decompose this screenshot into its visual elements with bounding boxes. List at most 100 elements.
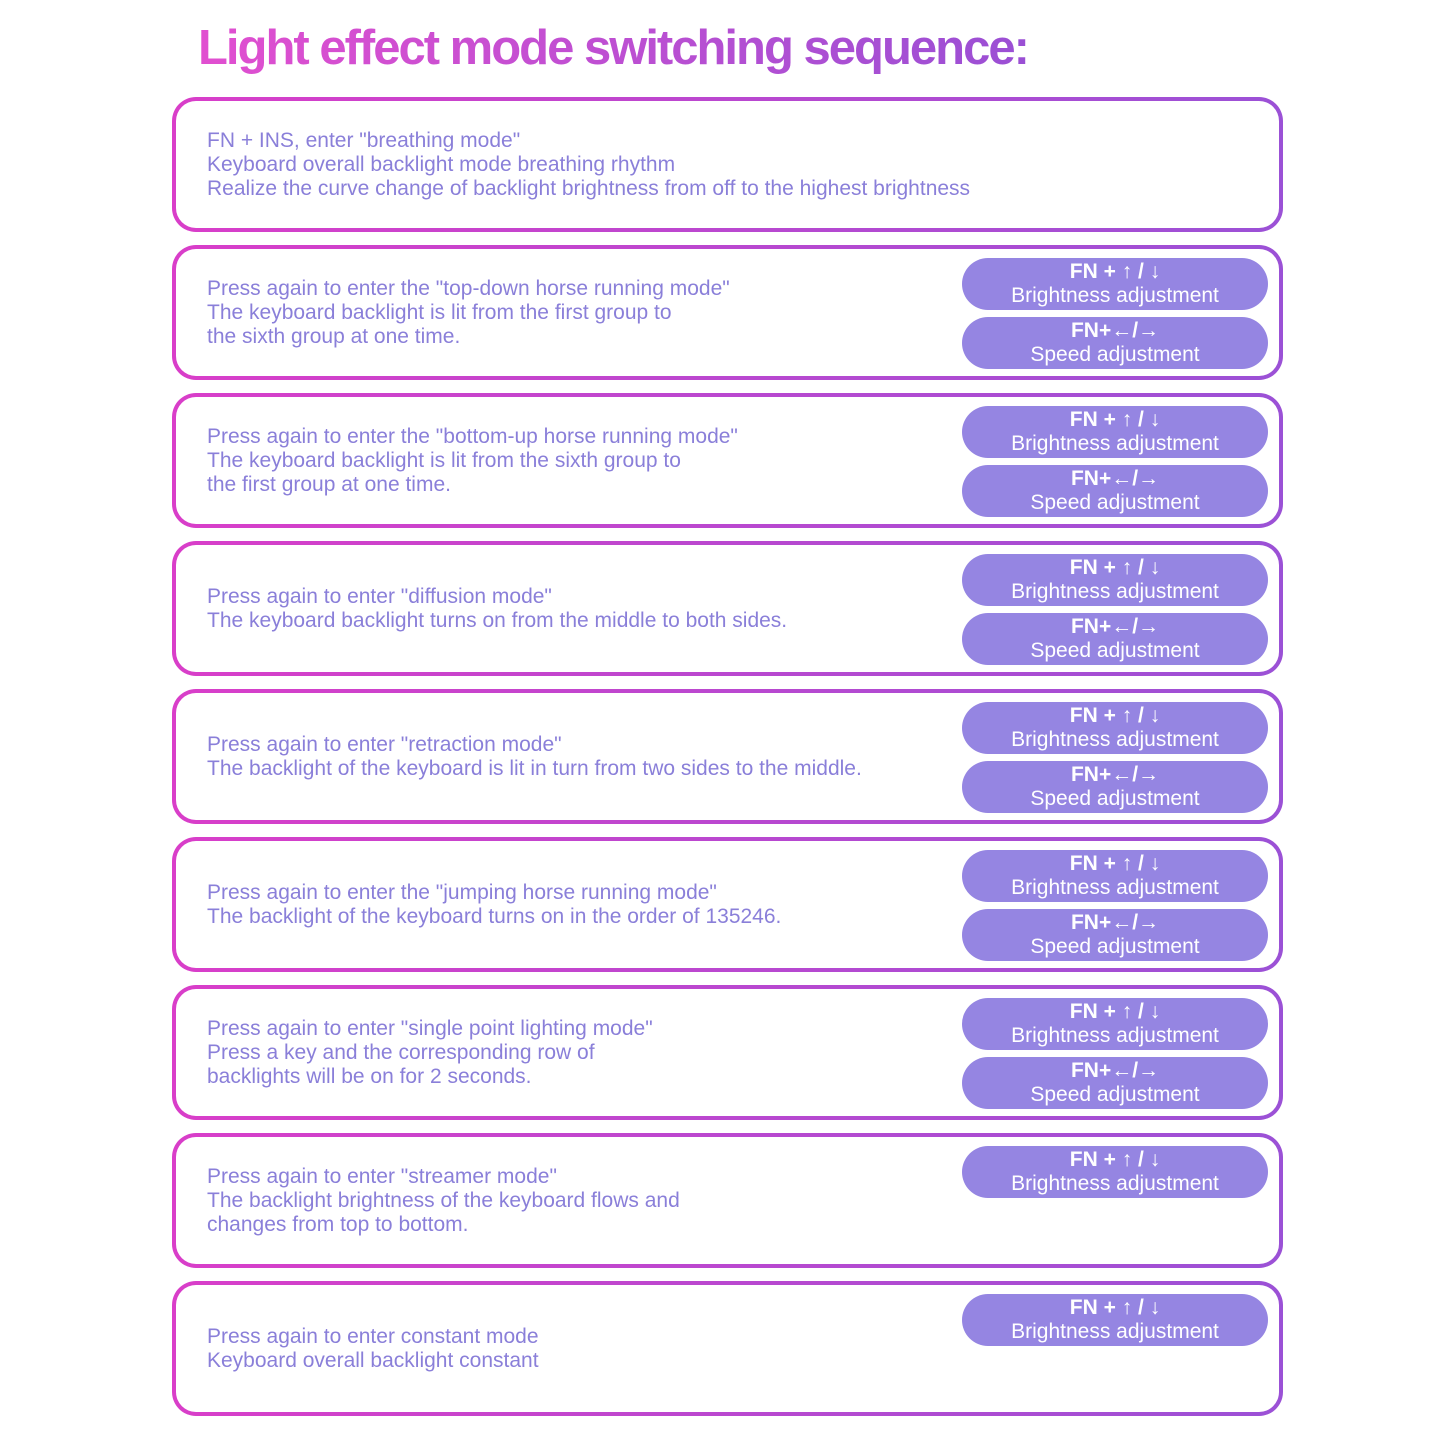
mode-card-body: Press again to enter "streamer mode"The …	[176, 1137, 1279, 1264]
brightness-shortcut-label: Brightness adjustment	[1011, 580, 1219, 603]
brightness-shortcut-keys: FN + ↑ / ↓	[1069, 556, 1161, 579]
brightness-shortcut-pill: FN + ↑ / ↓Brightness adjustment	[962, 850, 1268, 902]
mode-description-line: Press again to enter "diffusion mode"	[207, 584, 552, 608]
brightness-shortcut-pill: FN + ↑ / ↓Brightness adjustment	[962, 554, 1268, 606]
speed-shortcut-keys: FN+←/→	[1070, 319, 1160, 342]
brightness-shortcut-label: Brightness adjustment	[1011, 728, 1219, 751]
mode-card: Press again to enter "single point light…	[172, 985, 1283, 1120]
speed-shortcut-keys: FN+←/→	[1070, 911, 1160, 934]
speed-shortcut-label: Speed adjustment	[1030, 639, 1200, 662]
brightness-shortcut-label: Brightness adjustment	[1011, 432, 1219, 455]
brightness-shortcut-keys: FN + ↑ / ↓	[1069, 408, 1161, 431]
speed-shortcut-keys: FN+←/→	[1070, 1059, 1160, 1082]
mode-description: Press again to enter "retraction mode"Th…	[207, 733, 1259, 781]
mode-card-body: Press again to enter "diffusion mode"The…	[176, 545, 1279, 672]
brightness-shortcut-pill: FN + ↑ / ↓Brightness adjustment	[962, 258, 1268, 310]
brightness-shortcut-label: Brightness adjustment	[1011, 1320, 1219, 1343]
mode-description-line: The backlight brightness of the keyboard…	[207, 1188, 680, 1212]
page-title: Light effect mode switching sequence:	[198, 21, 1030, 75]
mode-list: FN + INS, enter "breathing mode"Keyboard…	[172, 97, 1283, 1416]
mode-card-body: Press again to enter the "bottom-up hors…	[176, 397, 1279, 524]
mode-description: Press again to enter the "jumping horse …	[207, 881, 1259, 929]
mode-description-line: FN + INS, enter "breathing mode"	[207, 128, 521, 152]
mode-card: Press again to enter the "top-down horse…	[172, 245, 1283, 380]
brightness-shortcut-keys: FN + ↑ / ↓	[1069, 1148, 1161, 1171]
speed-shortcut-pill: FN+←/→Speed adjustment	[962, 909, 1268, 961]
speed-shortcut-keys: FN+←/→	[1070, 615, 1160, 638]
mode-description: Press again to enter "single point light…	[207, 1017, 1259, 1089]
mode-card-body: Press again to enter "retraction mode"Th…	[176, 693, 1279, 820]
mode-description-line: The backlight of the keyboard is lit in …	[207, 756, 862, 780]
mode-description: Press again to enter "diffusion mode"The…	[207, 585, 1259, 633]
speed-shortcut-pill: FN+←/→Speed adjustment	[962, 317, 1268, 369]
mode-card-body: Press again to enter the "top-down horse…	[176, 249, 1279, 376]
mode-card-body: FN + INS, enter "breathing mode"Keyboard…	[176, 101, 1279, 228]
brightness-shortcut-keys: FN + ↑ / ↓	[1069, 1000, 1161, 1023]
mode-card: Press again to enter "streamer mode"The …	[172, 1133, 1283, 1268]
mode-description-line: Press again to enter constant mode	[207, 1324, 539, 1348]
brightness-shortcut-label: Brightness adjustment	[1011, 876, 1219, 899]
speed-shortcut-pill: FN+←/→Speed adjustment	[962, 465, 1268, 517]
speed-shortcut-label: Speed adjustment	[1030, 343, 1200, 366]
mode-description: FN + INS, enter "breathing mode"Keyboard…	[207, 129, 1259, 201]
mode-description-line: Press again to enter "single point light…	[207, 1016, 653, 1040]
brightness-shortcut-label: Brightness adjustment	[1011, 284, 1219, 307]
speed-shortcut-pill: FN+←/→Speed adjustment	[962, 761, 1268, 813]
mode-card-body: Press again to enter the "jumping horse …	[176, 841, 1279, 968]
mode-description: Press again to enter "streamer mode"The …	[207, 1165, 1259, 1237]
brightness-shortcut-keys: FN + ↑ / ↓	[1069, 704, 1161, 727]
brightness-shortcut-label: Brightness adjustment	[1011, 1172, 1219, 1195]
mode-shortcuts: FN + ↑ / ↓Brightness adjustment	[962, 1294, 1268, 1346]
mode-description-line: backlights will be on for 2 seconds.	[207, 1064, 532, 1088]
brightness-shortcut-keys: FN + ↑ / ↓	[1069, 852, 1161, 875]
mode-description-line: Keyboard overall backlight constant	[207, 1348, 539, 1372]
mode-description-line: Press again to enter the "top-down horse…	[207, 276, 730, 300]
mode-card: Press again to enter "diffusion mode"The…	[172, 541, 1283, 676]
mode-description: Press again to enter the "top-down horse…	[207, 277, 1259, 349]
speed-shortcut-label: Speed adjustment	[1030, 935, 1200, 958]
mode-card: Press again to enter the "bottom-up hors…	[172, 393, 1283, 528]
mode-description-line: The backlight of the keyboard turns on i…	[207, 904, 782, 928]
mode-description-line: Keyboard overall backlight mode breathin…	[207, 152, 676, 176]
brightness-shortcut-pill: FN + ↑ / ↓Brightness adjustment	[962, 998, 1268, 1050]
speed-shortcut-pill: FN+←/→Speed adjustment	[962, 613, 1268, 665]
mode-description-line: Press a key and the corresponding row of	[207, 1040, 595, 1064]
speed-shortcut-label: Speed adjustment	[1030, 787, 1200, 810]
mode-description-line: The keyboard backlight turns on from the…	[207, 608, 788, 632]
mode-description-line: Press again to enter "retraction mode"	[207, 732, 562, 756]
mode-description-line: Realize the curve change of backlight br…	[207, 176, 971, 200]
mode-card: Press again to enter the "jumping horse …	[172, 837, 1283, 972]
mode-description-line: The keyboard backlight is lit from the f…	[207, 300, 672, 324]
speed-shortcut-keys: FN+←/→	[1070, 467, 1160, 490]
brightness-shortcut-pill: FN + ↑ / ↓Brightness adjustment	[962, 406, 1268, 458]
brightness-shortcut-keys: FN + ↑ / ↓	[1069, 260, 1161, 283]
brightness-shortcut-pill: FN + ↑ / ↓Brightness adjustment	[962, 1294, 1268, 1346]
brightness-shortcut-label: Brightness adjustment	[1011, 1024, 1219, 1047]
mode-description: Press again to enter the "bottom-up hors…	[207, 425, 1259, 497]
speed-shortcut-label: Speed adjustment	[1030, 491, 1200, 514]
mode-card: Press again to enter "retraction mode"Th…	[172, 689, 1283, 824]
mode-description-line: the sixth group at one time.	[207, 324, 461, 348]
mode-description-line: Press again to enter the "bottom-up hors…	[207, 424, 738, 448]
speed-shortcut-keys: FN+←/→	[1070, 763, 1160, 786]
mode-shortcuts: FN + ↑ / ↓Brightness adjustment	[962, 1146, 1268, 1198]
mode-description-line: Press again to enter "streamer mode"	[207, 1164, 557, 1188]
mode-description-line: the first group at one time.	[207, 472, 451, 496]
mode-card-body: Press again to enter "single point light…	[176, 989, 1279, 1116]
brightness-shortcut-keys: FN + ↑ / ↓	[1069, 1296, 1161, 1319]
mode-description-line: Press again to enter the "jumping horse …	[207, 880, 717, 904]
brightness-shortcut-pill: FN + ↑ / ↓Brightness adjustment	[962, 702, 1268, 754]
brightness-shortcut-pill: FN + ↑ / ↓Brightness adjustment	[962, 1146, 1268, 1198]
speed-shortcut-pill: FN+←/→Speed adjustment	[962, 1057, 1268, 1109]
mode-description-line: The keyboard backlight is lit from the s…	[207, 448, 681, 472]
mode-card: FN + INS, enter "breathing mode"Keyboard…	[172, 97, 1283, 232]
